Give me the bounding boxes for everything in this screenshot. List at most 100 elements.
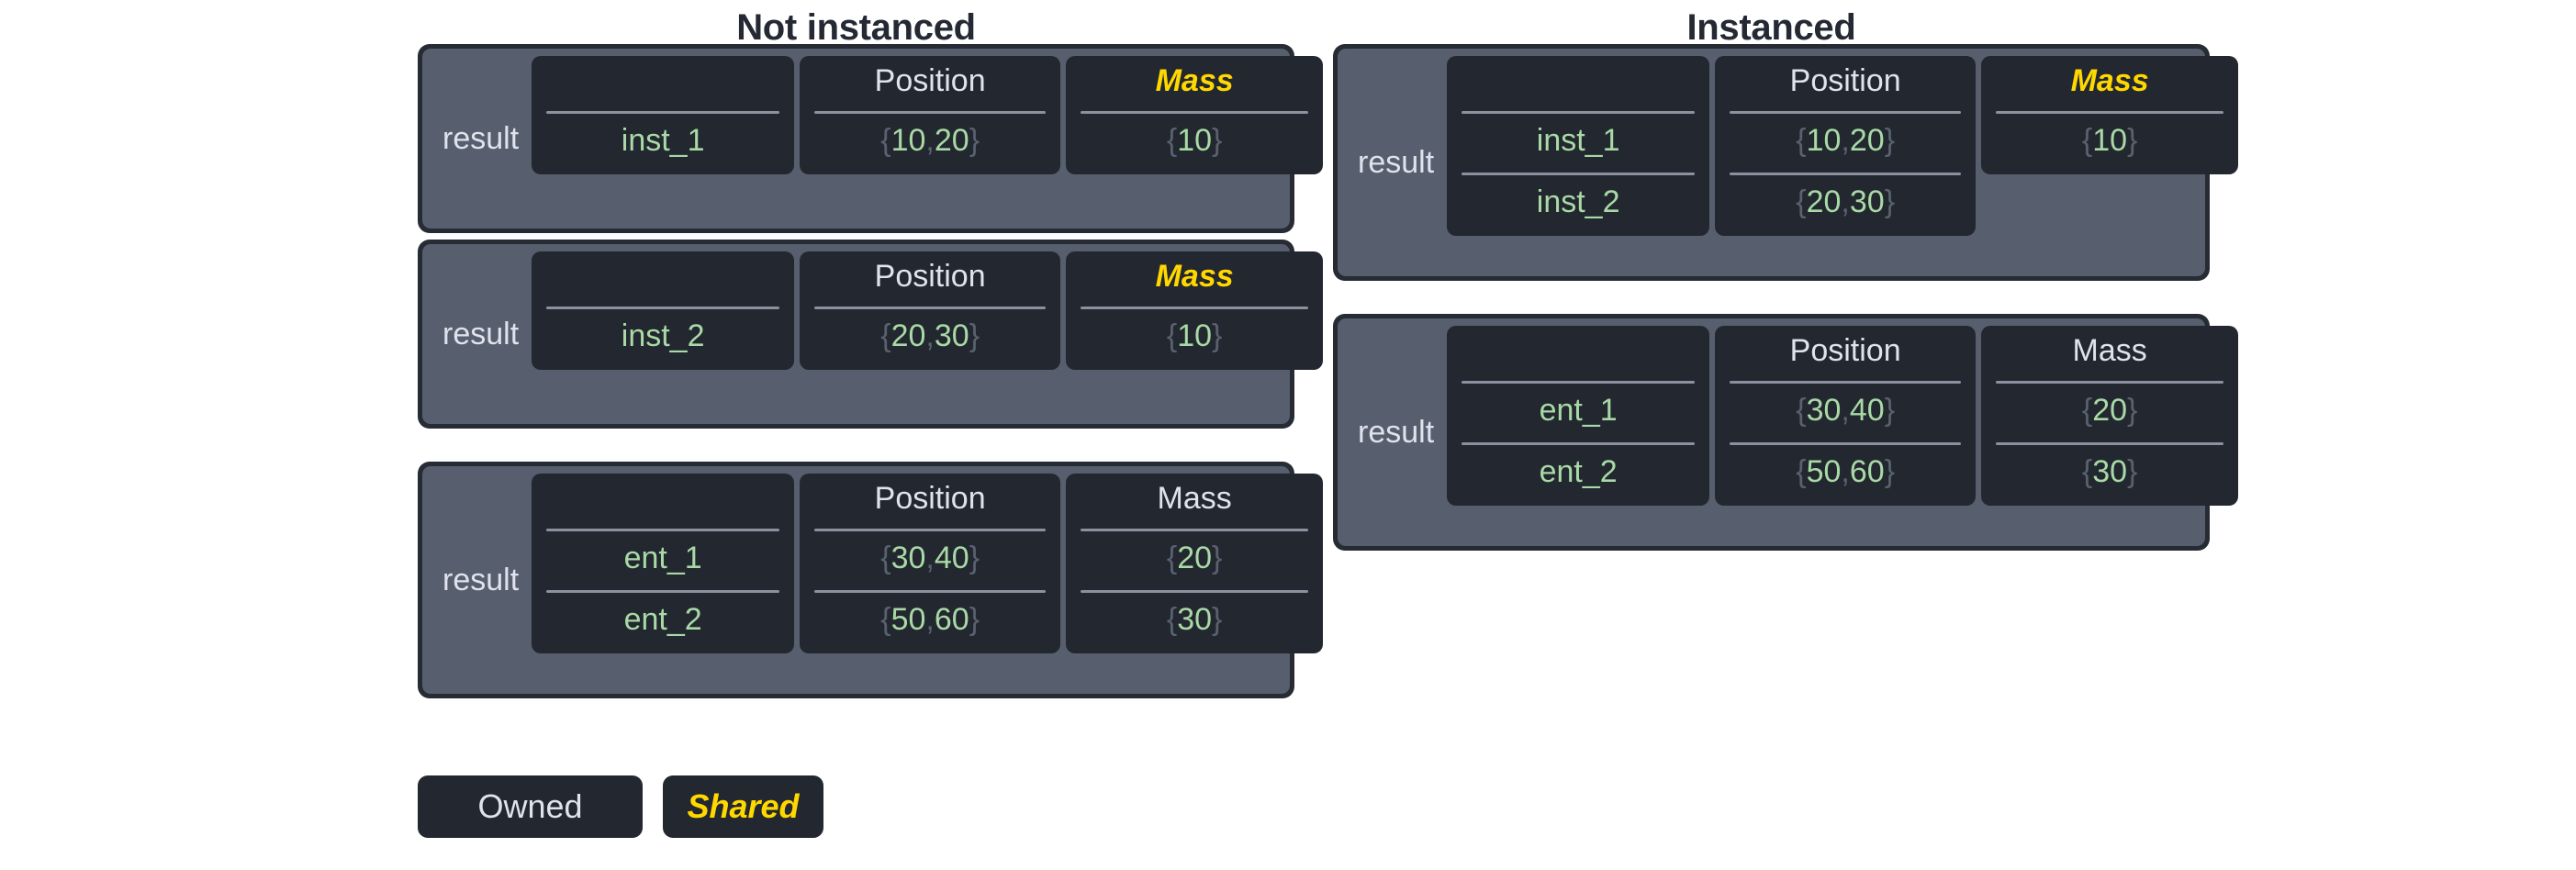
- legend-chip-owned[interactable]: Owned: [418, 775, 643, 838]
- component-header: Position: [874, 63, 986, 98]
- header-divider: [1081, 111, 1309, 114]
- row-divider: [1996, 442, 2224, 445]
- component-header: [541, 259, 785, 297]
- component-column-mass[interactable]: Mass {10}: [1066, 56, 1324, 174]
- legend-owned-label: Owned: [477, 787, 583, 825]
- component-header: Mass: [2072, 333, 2147, 368]
- table-i-inst: result inst_1 inst_2 Position {10,: [1333, 44, 2239, 281]
- table-inner: result inst_1 Position {10, 20}: [422, 49, 1324, 229]
- table-cell: inst_1: [1536, 123, 1620, 159]
- tables-not-instanced: result inst_1 Position {10, 20}: [418, 44, 1324, 698]
- table-cell: {10, 20}: [880, 123, 980, 159]
- table-cell: {30, 40}: [880, 541, 980, 576]
- table-cell: {10}: [1166, 318, 1223, 354]
- table-inner: result ent_1 ent_2 Position {30, 4: [422, 466, 1324, 694]
- table-cell: {10}: [2081, 123, 2138, 159]
- table-cell: ent_2: [623, 602, 702, 638]
- tables-instanced: result inst_1 inst_2 Position {10,: [1333, 44, 2239, 551]
- component-column-position[interactable]: Position {30, 40} {50, 60}: [800, 474, 1061, 653]
- component-columns: inst_1 inst_2 Position {10, 20} {20, 30}: [1447, 56, 2239, 236]
- component-column-position[interactable]: Position {20, 30}: [800, 251, 1061, 370]
- component-columns: inst_1 Position {10, 20} Mass {10}: [532, 56, 1324, 174]
- row-divider: [1730, 173, 1962, 175]
- legend: Owned Shared: [418, 775, 823, 838]
- component-column-position[interactable]: Position {30, 40} {50, 60}: [1715, 326, 1977, 506]
- component-column-position[interactable]: Position {10, 20} {20, 30}: [1715, 56, 1977, 236]
- component-header: Position: [1789, 63, 1901, 98]
- header-divider: [1730, 381, 1962, 384]
- column-title-instanced: Instanced: [1686, 7, 1856, 48]
- component-header: [541, 481, 785, 519]
- legend-chip-shared[interactable]: Shared: [663, 775, 823, 838]
- table-cell: inst_2: [1536, 184, 1620, 220]
- component-header: [541, 63, 785, 102]
- table-cell: inst_1: [621, 123, 705, 159]
- component-header: Position: [874, 259, 986, 294]
- table-cell: {20}: [1166, 541, 1223, 576]
- component-column-mass[interactable]: Mass {20} {30}: [1981, 326, 2239, 506]
- column-instanced: Instanced result inst_1 inst_2: [1333, 0, 2239, 557]
- table-cell: ent_2: [1539, 454, 1618, 490]
- component-column-position[interactable]: Position {10, 20}: [800, 56, 1061, 174]
- component-column-name[interactable]: ent_1 ent_2: [532, 474, 795, 653]
- column-title-not-instanced: Not instanced: [736, 7, 976, 48]
- component-header: Mass: [1155, 259, 1234, 294]
- header-divider: [546, 307, 780, 309]
- row-divider: [1730, 442, 1962, 445]
- header-divider: [546, 529, 780, 531]
- header-divider: [814, 111, 1047, 114]
- table-inner: result inst_1 inst_2 Position {10,: [1338, 49, 2239, 276]
- row-divider: [1462, 173, 1696, 175]
- component-columns: inst_2 Position {20, 30} Mass {10}: [532, 251, 1324, 370]
- table-inner: result ent_1 ent_2 Position {30, 4: [1338, 318, 2239, 546]
- row-divider: [814, 590, 1047, 593]
- component-header: Mass: [2070, 63, 2149, 98]
- row-divider: [546, 590, 780, 593]
- row-divider: [1462, 442, 1696, 445]
- table-cell: {20, 30}: [880, 318, 980, 354]
- component-header: Position: [1789, 333, 1901, 368]
- result-label: result: [442, 563, 520, 597]
- component-column-mass-shared[interactable]: Mass {10}: [1981, 56, 2239, 174]
- header-divider: [814, 307, 1047, 309]
- component-column-name[interactable]: inst_1 inst_2: [1447, 56, 1710, 236]
- header-divider: [1996, 381, 2224, 384]
- table-ni-ent: result ent_1 ent_2 Position {30, 4: [418, 462, 1324, 698]
- component-column-mass[interactable]: Mass {10}: [1066, 251, 1324, 370]
- component-header: Mass: [1157, 481, 1232, 516]
- header-divider: [1996, 111, 2224, 114]
- result-label: result: [1358, 145, 1435, 180]
- table-cell: {10}: [1166, 123, 1223, 159]
- table-cell: {10, 20}: [1796, 123, 1896, 159]
- header-divider: [1081, 307, 1309, 309]
- table-inner: result inst_2 Position {20, 30}: [422, 244, 1324, 424]
- component-column-name[interactable]: ent_1 ent_2: [1447, 326, 1710, 506]
- table-cell: {20}: [2081, 393, 2138, 429]
- legend-shared-label: Shared: [687, 787, 800, 825]
- column-not-instanced: Not instanced result inst_1 Position: [418, 0, 1324, 705]
- result-label: result: [1358, 415, 1435, 450]
- header-divider: [546, 111, 780, 114]
- component-column-name[interactable]: inst_2: [532, 251, 795, 370]
- component-header: [1456, 63, 1700, 102]
- component-column-name[interactable]: inst_1: [532, 56, 795, 174]
- table-cell: {30}: [1166, 602, 1223, 638]
- table-cell: {50, 60}: [880, 602, 980, 638]
- result-label: result: [442, 317, 520, 351]
- table-cell: {50, 60}: [1796, 454, 1896, 490]
- table-ni-inst1: result inst_1 Position {10, 20}: [418, 44, 1324, 233]
- table-cell: inst_2: [621, 318, 705, 354]
- component-column-mass[interactable]: Mass {20} {30}: [1066, 474, 1324, 653]
- table-i-ent: result ent_1 ent_2 Position {30, 4: [1333, 314, 2239, 551]
- row-divider: [1081, 590, 1309, 593]
- component-header: [1456, 333, 1700, 372]
- header-divider: [1081, 529, 1309, 531]
- header-divider: [1462, 381, 1696, 384]
- component-columns: ent_1 ent_2 Position {30, 40} {50, 60}: [1447, 326, 2239, 506]
- table-cell: ent_1: [623, 541, 702, 576]
- component-header: Position: [874, 481, 986, 516]
- table-ni-inst2: result inst_2 Position {20, 30}: [418, 240, 1324, 429]
- component-header: Mass: [1155, 63, 1234, 98]
- table-cell: {30}: [2081, 454, 2138, 490]
